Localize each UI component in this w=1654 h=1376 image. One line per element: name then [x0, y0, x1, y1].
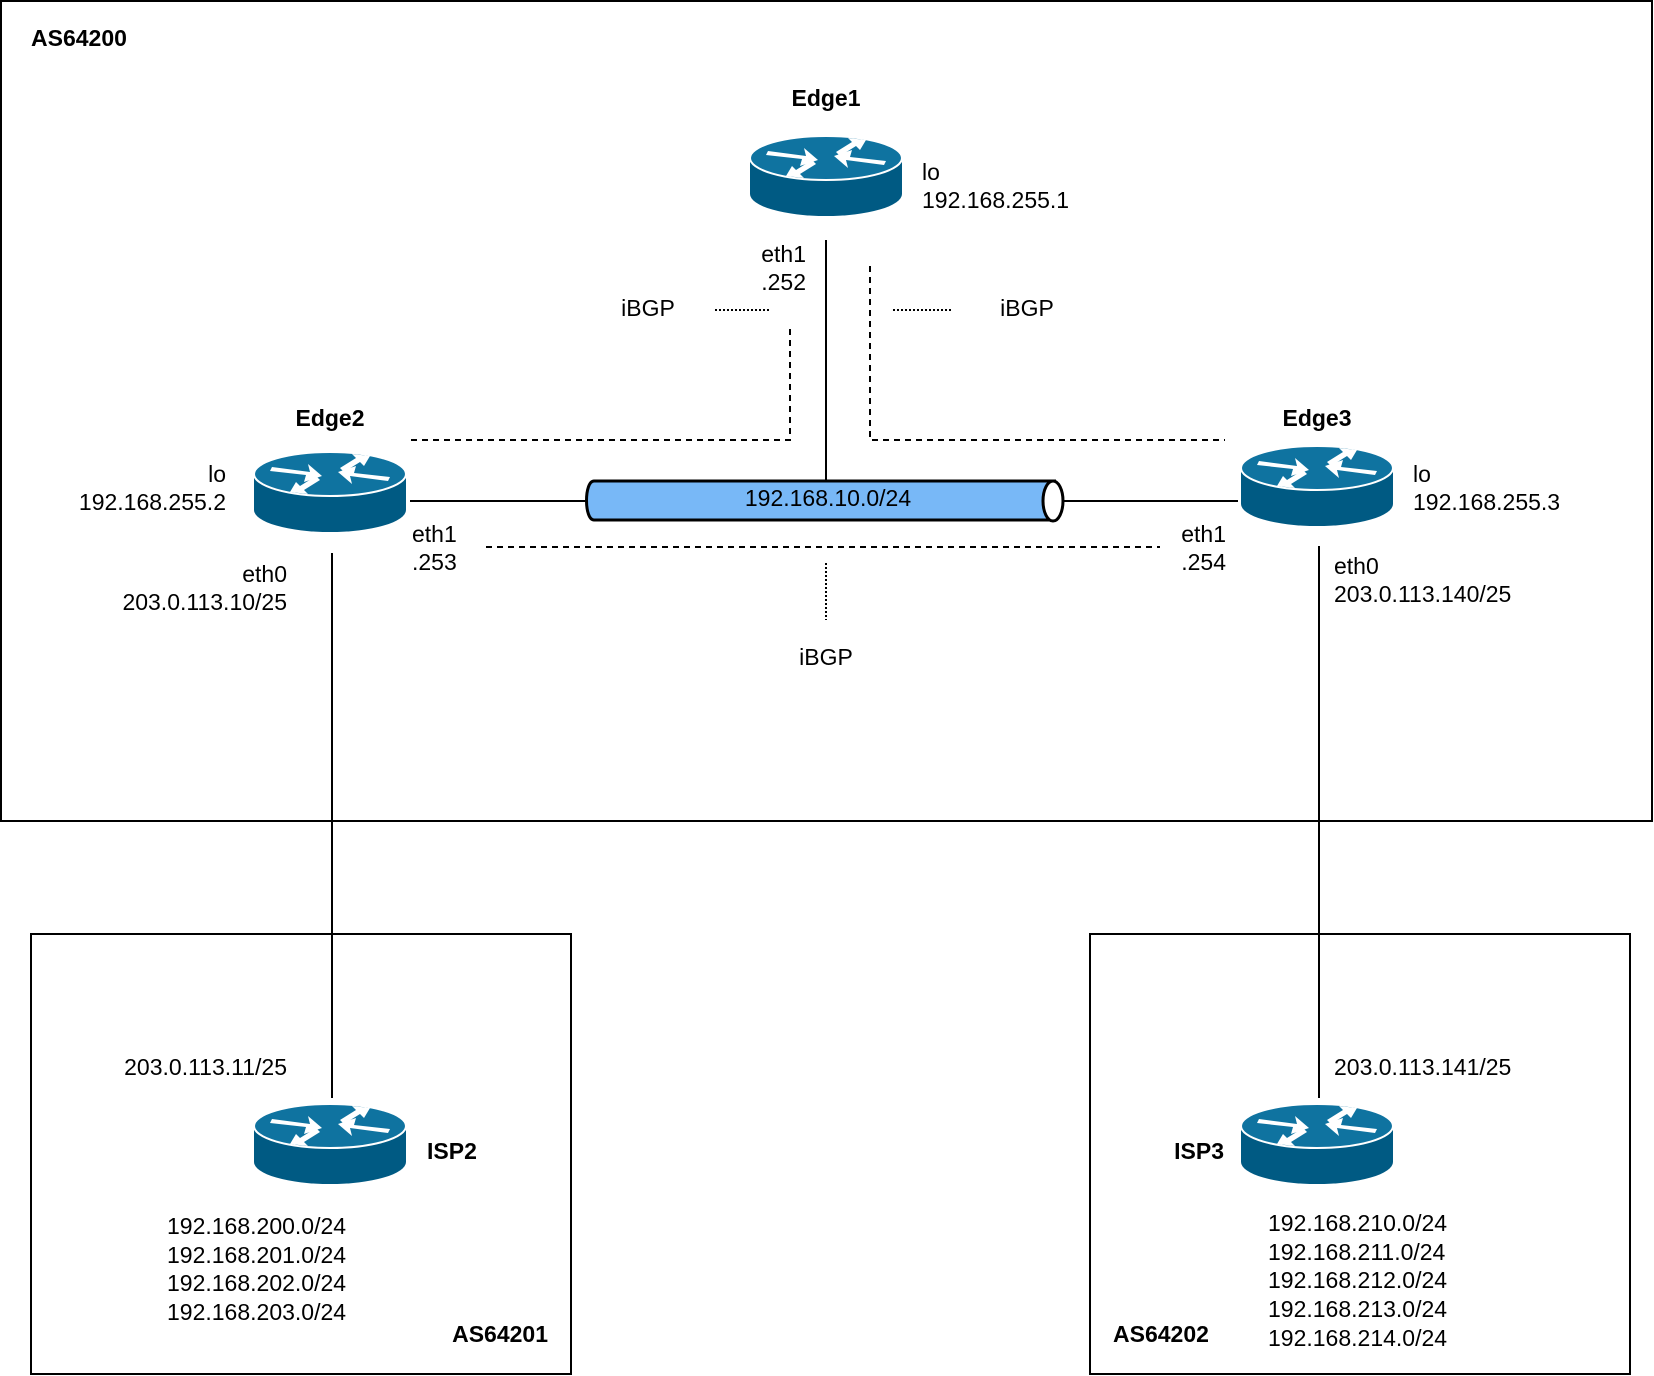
isp2-name: ISP2 — [427, 1138, 477, 1164]
isp3-ip: 203.0.113.141/25 — [1334, 1054, 1511, 1080]
isp2-network: 192.168.200.0/24 — [167, 1213, 346, 1239]
edge2-router[interactable] — [253, 451, 407, 533]
isp2-network: 192.168.202.0/24 — [167, 1270, 346, 1296]
as64201-label: AS64201 — [452, 1321, 548, 1347]
isp3-network: 192.168.211.0/24 — [1268, 1239, 1446, 1265]
edge3-eth0-label: eth0 — [1334, 553, 1379, 579]
isp3-network: 192.168.213.0/24 — [1268, 1296, 1447, 1322]
ibgp-edge1-edge2 — [411, 326, 791, 441]
edge2-eth1-ip: .253 — [412, 549, 457, 575]
edge1-router[interactable] — [749, 135, 903, 217]
edge3-lo-label: lo — [1413, 461, 1431, 487]
isp3-network: 192.168.210.0/24 — [1268, 1210, 1447, 1236]
isp2-network: 192.168.201.0/24 — [167, 1242, 346, 1268]
ibgp-label-right: iBGP — [1000, 295, 1054, 321]
as64202-label: AS64202 — [1113, 1321, 1209, 1347]
router-icon — [253, 451, 407, 533]
edge3-eth1-ip: .254 — [1181, 549, 1226, 575]
edge1-lo-ip: 192.168.255.1 — [922, 187, 1069, 213]
ibgp-callouts — [715, 309, 952, 620]
edge1-eth1-label: eth1 — [761, 241, 806, 267]
edge3-router[interactable] — [1240, 445, 1394, 527]
isp3-name: ISP3 — [1174, 1138, 1224, 1164]
router-icon — [1240, 445, 1394, 527]
ibgp-edge1-edge3 — [869, 266, 1225, 441]
isp2-router[interactable] — [253, 1103, 407, 1185]
edge3-eth1-label: eth1 — [1181, 521, 1226, 547]
isp3-router[interactable] — [1240, 1103, 1394, 1185]
edge1-name: Edge1 — [791, 85, 860, 111]
router-icon — [749, 135, 903, 217]
edge1-lo-label: lo — [922, 159, 940, 185]
isp2-network: 192.168.203.0/24 — [167, 1299, 346, 1325]
edge2-lo-label: lo — [208, 461, 226, 487]
edge2-name: Edge2 — [295, 405, 364, 431]
edge2-eth0-label: eth0 — [242, 561, 287, 587]
ibgp-label-left: iBGP — [621, 295, 675, 321]
as64200-label: AS64200 — [31, 25, 127, 51]
edge1-eth1-ip: .252 — [761, 269, 806, 295]
as64202-area — [1089, 933, 1631, 1375]
router-icon — [253, 1103, 407, 1185]
router-icon — [1240, 1103, 1394, 1185]
edge2-eth1-label: eth1 — [412, 521, 457, 547]
network-bus: 192.168.10.0/24 — [585, 479, 1065, 523]
edge3-name: Edge3 — [1282, 405, 1351, 431]
isp2-ip: 203.0.113.11/25 — [124, 1054, 287, 1080]
edge3-lo-ip: 192.168.255.3 — [1413, 489, 1560, 515]
as64200-area — [0, 0, 1653, 822]
isp3-network: 192.168.212.0/24 — [1268, 1267, 1447, 1293]
ibgp-label-bottom: iBGP — [799, 644, 853, 670]
edge3-eth0-ip: 203.0.113.140/25 — [1334, 581, 1511, 607]
as64201-area — [30, 933, 572, 1375]
isp3-network: 192.168.214.0/24 — [1268, 1325, 1447, 1351]
edge2-eth0-ip: 203.0.113.10/25 — [122, 589, 287, 615]
edge2-lo-ip: 192.168.255.2 — [79, 489, 226, 515]
ibgp-sessions — [411, 266, 1225, 548]
bus-label: 192.168.10.0/24 — [745, 485, 911, 511]
